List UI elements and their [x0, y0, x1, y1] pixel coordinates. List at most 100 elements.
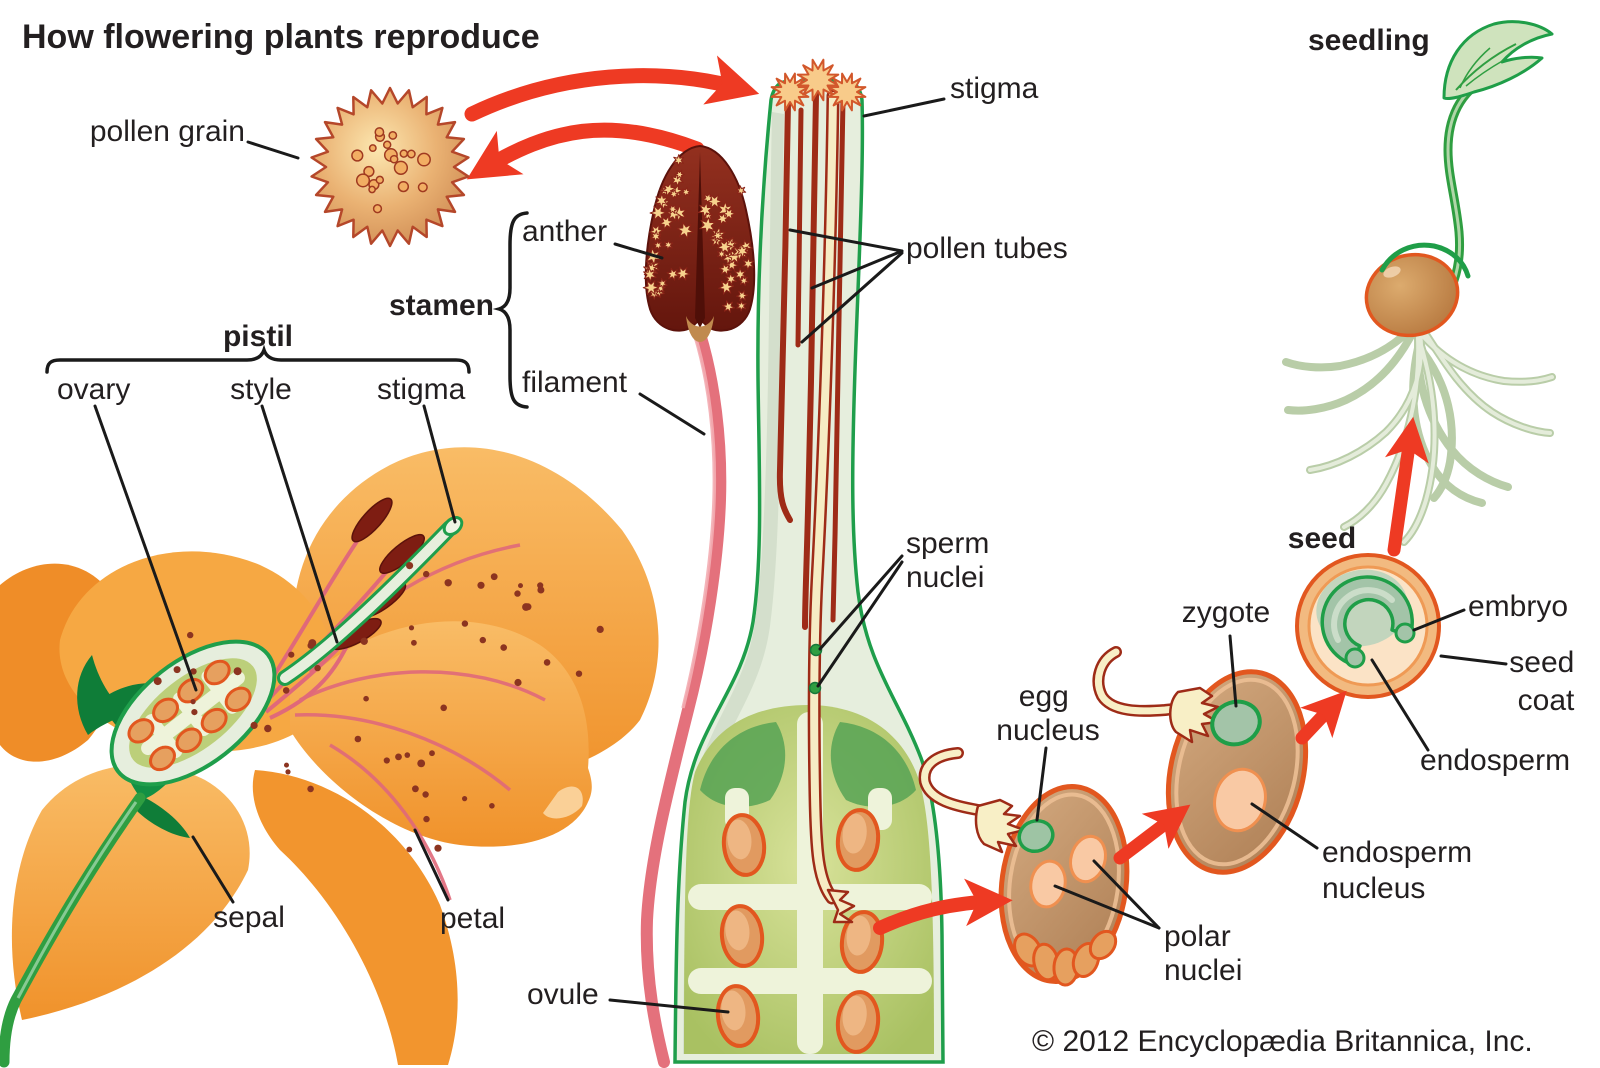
anther-slit [695, 152, 705, 328]
petal-dots [153, 631, 242, 716]
egg-nucleus-shape [1017, 819, 1055, 853]
leader-ovule [608, 998, 730, 1014]
page-title: How flowering plants reproduce [22, 18, 540, 56]
petal-fold-highlight [543, 786, 583, 819]
pollen-tube-fray [1169, 686, 1220, 744]
petal-dots [360, 562, 604, 712]
label-endosperm-nucleus: endosperm nucleus [1322, 836, 1480, 905]
arrow-ovule-to-fertilization [873, 878, 1013, 935]
ovary-mound-right [830, 722, 916, 807]
stigma-pollen-grain [770, 72, 810, 112]
label-zygote: zygote [1182, 596, 1270, 629]
petal-lower-left [11, 764, 250, 1020]
seed-illustration [1295, 553, 1441, 699]
label-sperm-nuclei: sperm nuclei [906, 527, 998, 594]
stigma-pollen-grain [796, 58, 840, 102]
leader-sepal [191, 835, 235, 904]
petal-dots [250, 639, 402, 793]
label-polar-nuclei: polar nuclei [1164, 920, 1242, 987]
seedling-illustration [1282, 20, 1556, 546]
leader-style [260, 404, 339, 644]
sperm-nucleus-dot [809, 643, 823, 657]
flower-stigma-tip [442, 516, 464, 536]
pollen-tube-tip [826, 888, 856, 924]
label-endosperm: endosperm [1420, 744, 1570, 777]
leader-filament [638, 392, 706, 436]
flower-illustration [0, 447, 659, 1068]
leader-petal [413, 828, 450, 902]
label-ovule: ovule [527, 978, 599, 1011]
polar-nucleus [1029, 859, 1067, 909]
arrow-anther-to-pollen [466, 122, 705, 180]
brace-pistil [45, 344, 471, 374]
leader-pollen-grain [246, 140, 300, 160]
label-pistil: pistil [223, 320, 293, 353]
anther-notch [686, 316, 714, 342]
leader-endosperm-nucleus [1250, 802, 1319, 850]
leader-endosperm [1370, 658, 1430, 752]
leader-anther [613, 242, 664, 260]
leader-embryo [1412, 608, 1466, 632]
leader-pollen-tubes-1 [788, 228, 904, 253]
leader-egg-nucleus [1035, 746, 1048, 822]
label-seed-coat: seed coat [1509, 646, 1582, 717]
label-ovary: ovary [57, 373, 130, 406]
pistil-cross-section [673, 58, 945, 1064]
leader-pollen-tubes-2 [810, 249, 904, 290]
arrow-seed-to-seedling [1385, 416, 1429, 557]
leader-seed-coat [1439, 654, 1508, 666]
anther-pollen-specks [642, 154, 694, 300]
labels: How flowering plants reproduce pollen gr… [22, 18, 1582, 1058]
filament-highlight [681, 335, 717, 709]
stamen-illustration [640, 144, 756, 1068]
leader-sperm-nuclei-1 [818, 554, 904, 651]
label-stigma-top: stigma [950, 72, 1039, 105]
pollen-tube-canal [810, 92, 837, 902]
leader-lines [45, 97, 1508, 1014]
endosperm-nucleus-shape [1213, 767, 1267, 833]
label-petal: petal [440, 902, 505, 935]
seedling-seed [1364, 252, 1460, 338]
leader-pollen-tubes-3 [800, 251, 904, 344]
label-filament: filament [522, 366, 628, 399]
label-seedling: seedling [1308, 24, 1430, 57]
pollen-tube-fray [974, 798, 1026, 854]
label-egg-nucleus: egg nucleus [996, 680, 1099, 747]
zygote-shape [1210, 699, 1262, 747]
leader-stigma-top [862, 97, 946, 118]
brace-stamen [492, 211, 529, 409]
flower-ovules [127, 659, 252, 772]
leader-polar-nuclei-1 [1053, 884, 1161, 930]
sepal-tip [136, 795, 190, 838]
antipodal-cells [1013, 929, 1118, 987]
arrow-pollen-to-stigma [464, 55, 760, 122]
anther-pollen-specks [697, 185, 755, 313]
label-anther: anther [522, 215, 607, 248]
label-stigma: stigma [377, 373, 466, 406]
filament-stalk [640, 328, 727, 1068]
ovules [715, 808, 885, 1054]
label-embryo: embryo [1468, 590, 1568, 623]
leader-zygote [1228, 634, 1238, 708]
arrow-to-zygote-stage [1113, 804, 1191, 865]
ovule-stage-zygote [1092, 646, 1309, 875]
leader-ovary [93, 404, 198, 692]
label-pollen-tubes: pollen tubes [906, 232, 1068, 265]
flower-anther [351, 497, 393, 543]
leader-stigma [422, 404, 457, 524]
leader-polar-nuclei-2 [1092, 859, 1161, 930]
label-seed: seed [1288, 522, 1356, 555]
label-stamen: stamen [389, 289, 494, 322]
label-sepal: sepal [213, 901, 285, 934]
label-pollen-grain: pollen grain [90, 115, 245, 148]
ovary-mound-left [700, 722, 786, 807]
seed-hook [1379, 242, 1471, 279]
leader-sperm-nuclei-2 [816, 560, 904, 688]
stem-highlight [16, 801, 138, 999]
ovary-septum [688, 712, 932, 1054]
petal-bottom [252, 770, 458, 1065]
arrow-to-seed [1295, 690, 1347, 745]
copyright-notice: © 2012 Encyclopædia Britannica, Inc. [1032, 1025, 1533, 1058]
